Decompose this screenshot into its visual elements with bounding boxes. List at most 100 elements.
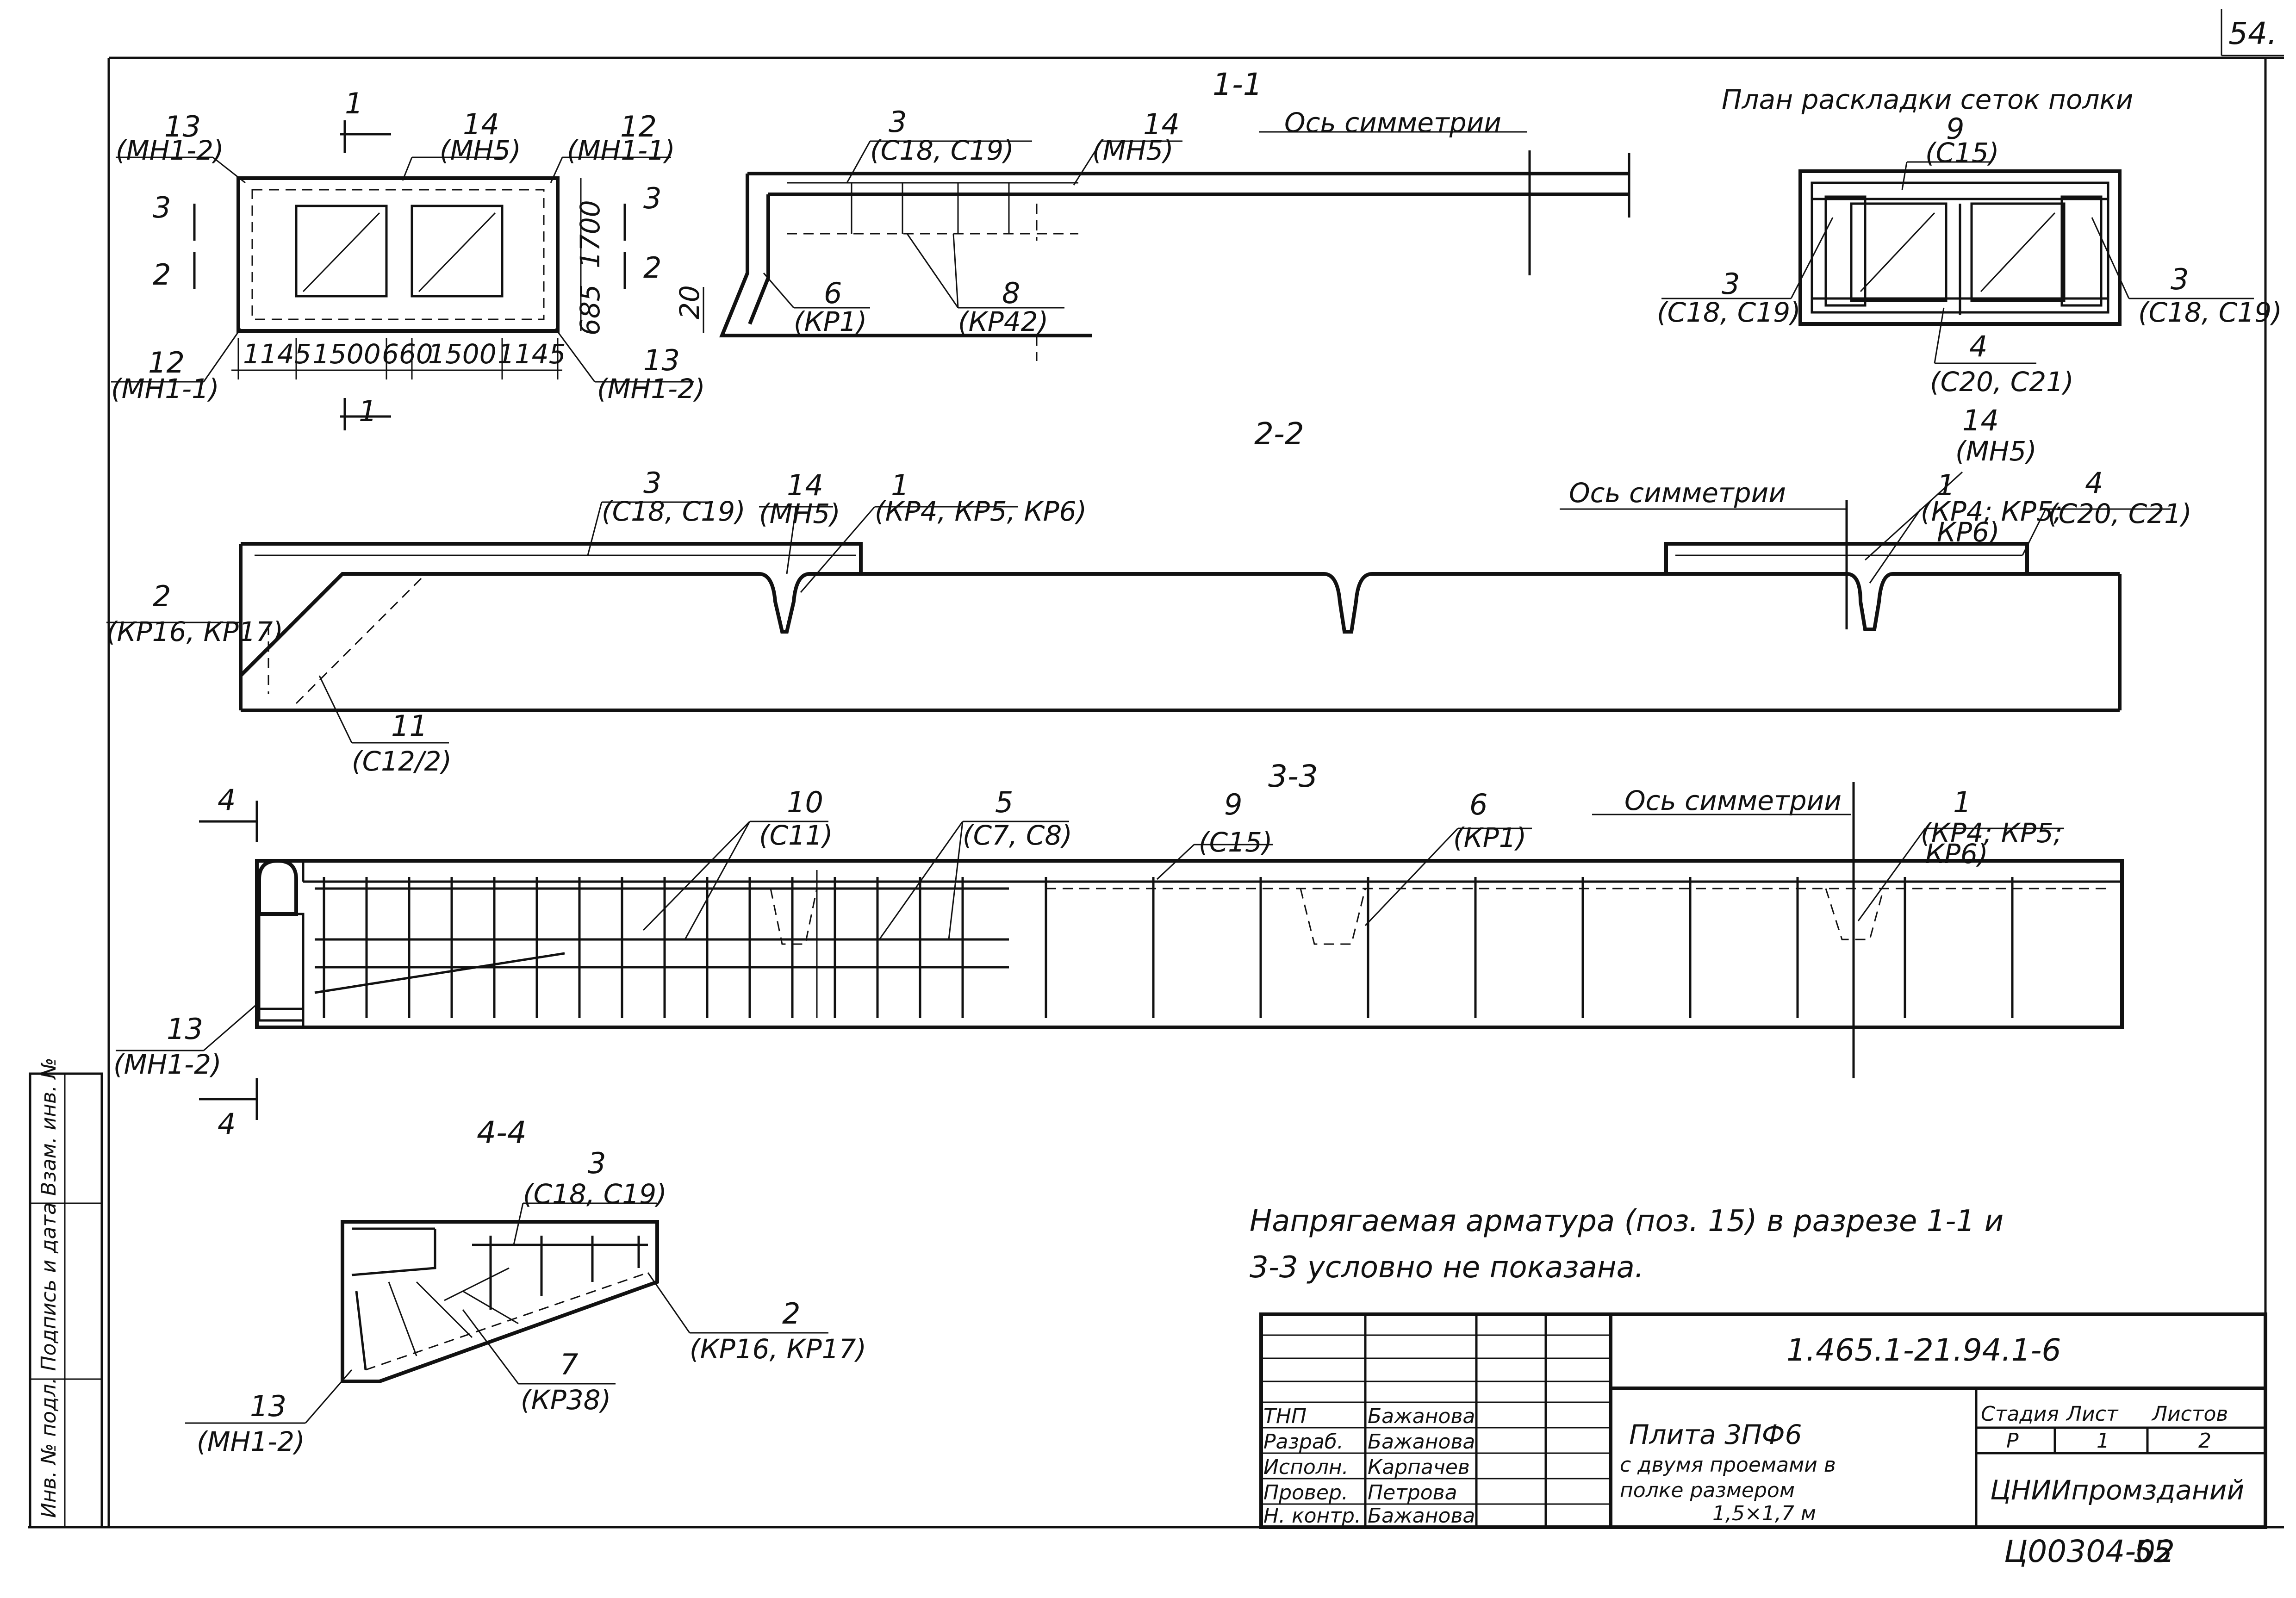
sheets-value: 2 — [2198, 1429, 2211, 1453]
callout-mark: 1 — [1937, 468, 1955, 502]
callout-mark: 3 — [643, 466, 661, 500]
callout-label: (С15) — [1925, 137, 1999, 168]
dimension: 1700 — [574, 200, 606, 268]
note-line: Напрягаемая арматура (поз. 15) в разрезе… — [1250, 1204, 2004, 1238]
page-number: 54. — [2228, 16, 2277, 51]
sheet-header: Лист — [2066, 1402, 2119, 1426]
title-block-name: Карпачев — [1368, 1455, 1470, 1479]
sheet-value: 1 — [2097, 1429, 2109, 1453]
callout-label: (С18, С19) — [870, 135, 1014, 166]
title-block-role: Н. контр. — [1263, 1504, 1361, 1528]
stage-value: Р — [2006, 1429, 2019, 1453]
callout-label: (С20, С21) — [1930, 366, 2074, 398]
callout-label: (МН1-2) — [597, 373, 705, 404]
callout-mark: 12 — [620, 110, 657, 143]
callout-mark: 4 — [1969, 330, 1987, 363]
callout-mark: 3 — [1722, 267, 1740, 301]
callout-mark: 14 — [463, 107, 499, 141]
callout-label: (С12/2) — [352, 746, 452, 777]
panel-plan — [1661, 161, 2254, 364]
dimension: 685 — [574, 284, 606, 336]
callout-label: (МН1-2) — [116, 135, 224, 166]
callout-mark: 13 — [164, 110, 201, 143]
callout-label: (С18, С19) — [602, 496, 746, 527]
title-block-role: Исполн. — [1263, 1455, 1349, 1479]
section-title: 1-1 — [1213, 67, 1263, 102]
drawing-code: 1.465.1-21.94.1-6 — [1786, 1332, 2061, 1368]
callout-mark: 2 — [153, 579, 171, 613]
cut-mark: 2 — [153, 258, 171, 292]
callout-mark: 4 — [2085, 466, 2103, 500]
cut-mark: 1 — [359, 394, 377, 428]
callout-label: (КР16, КР17) — [690, 1333, 866, 1365]
callout-label: (С18, С19) — [1657, 297, 1801, 328]
product-title: Плита 3ПФ6 — [1629, 1419, 1802, 1450]
callout-mark: 3 — [2171, 262, 2189, 296]
section-4-4 — [185, 1202, 828, 1424]
callout-mark: 6 — [824, 276, 842, 310]
product-title: с двумя проемами в — [1620, 1453, 1836, 1477]
section-2-2 — [106, 471, 2171, 744]
callout-mark: 13 — [167, 1012, 203, 1046]
callout-label: (КР42) — [958, 306, 1048, 337]
callout-mark: 13 — [643, 343, 680, 377]
bottom-page: 55 — [2134, 1534, 2172, 1569]
section-3-3 — [116, 782, 2124, 1120]
title-block-name: Бажанова — [1368, 1405, 1475, 1428]
section-title: 2-2 — [1254, 416, 1304, 452]
plan-title: План раскладки сеток полки — [1722, 84, 2133, 115]
callout-label: (МН1-1) — [111, 373, 219, 404]
callout-label: (МН5) — [1092, 135, 1174, 166]
axis-label: Ось симметрии — [1569, 477, 1786, 509]
callout-label: (КР4; КР5; — [1921, 817, 2062, 849]
callout-mark: 5 — [995, 785, 1013, 819]
callout-label: (С11) — [759, 820, 833, 851]
cut-mark: 1 — [345, 87, 363, 120]
callout-label: (МН1-2) — [113, 1049, 222, 1080]
title-block-role: ТНП — [1263, 1405, 1307, 1428]
title-block-name: Петрова — [1368, 1481, 1457, 1505]
bottom-stamp: Ц00304-02 — [2004, 1534, 2175, 1569]
note-line: 3-3 условно не показана. — [1250, 1250, 1644, 1285]
callout-mark: 3 — [588, 1146, 606, 1180]
title-block-role: Разраб. — [1263, 1430, 1344, 1454]
callout-mark: 1 — [1953, 785, 1971, 819]
dimension: 1500 — [312, 338, 381, 370]
dimension: 1145 — [243, 338, 311, 370]
callout-mark: 14 — [1143, 107, 1180, 141]
callout-mark: 3 — [889, 105, 907, 139]
callout-label: (С20, С21) — [2048, 498, 2192, 529]
callout-mark: 14 — [787, 468, 823, 502]
product-title: 1,5×1,7 м — [1712, 1502, 1816, 1525]
callout-label: (С18, С19) — [2138, 297, 2282, 328]
callout-mark: 13 — [250, 1389, 286, 1423]
callout-mark: 7 — [560, 1348, 578, 1381]
dimension: 1500 — [428, 338, 497, 370]
callout-mark: 2 — [782, 1297, 800, 1331]
callout-label: (КР1) — [1453, 822, 1526, 853]
callout-label: (КР38) — [521, 1384, 611, 1416]
dimension: 660 — [382, 338, 433, 370]
callout-mark: 6 — [1469, 788, 1487, 821]
callout-label: (МН5) — [440, 135, 521, 166]
callout-mark: 9 — [1224, 788, 1242, 821]
callout-mark: 8 — [1002, 276, 1020, 310]
dimension: 20 — [674, 285, 705, 319]
axis-label: Ось симметрии — [1284, 107, 1501, 138]
callout-label: КР6) — [1937, 516, 2000, 548]
section-title: 3-3 — [1268, 759, 1318, 794]
cut-mark: 4 — [218, 1107, 236, 1141]
title-block-name: Бажанова — [1368, 1430, 1475, 1454]
product-title: полке размером — [1620, 1479, 1795, 1502]
callout-mark: 1 — [891, 468, 909, 502]
callout-label: (С7, С8) — [963, 820, 1072, 851]
callout-mark: 14 — [1962, 404, 1999, 437]
callout-label: (С15) — [1199, 827, 1273, 858]
callout-mark: 10 — [787, 785, 823, 819]
cut-mark: 4 — [218, 783, 236, 817]
cut-mark: 3 — [153, 191, 171, 224]
panel-elevation — [111, 120, 694, 430]
callout-label: (КР4, КР5, КР6) — [875, 496, 1087, 527]
cut-mark: 3 — [643, 181, 661, 215]
